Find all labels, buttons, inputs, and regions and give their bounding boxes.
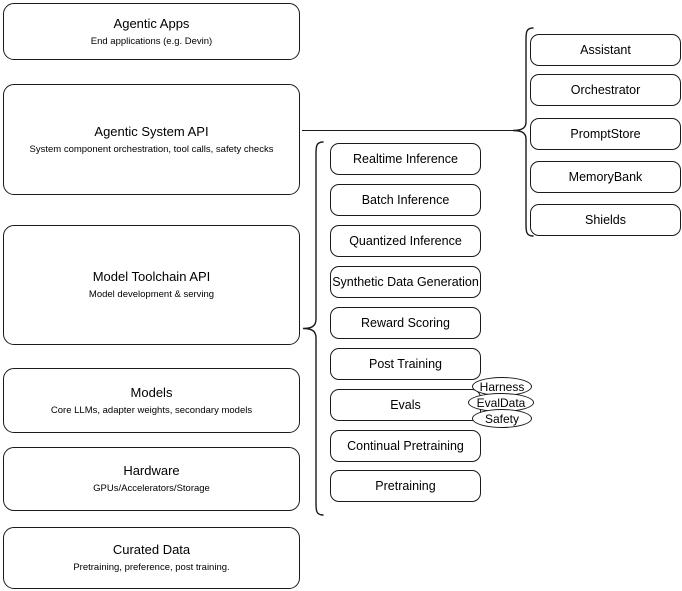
capability-box-pretraining[interactable]: Pretraining: [330, 470, 481, 502]
component-label: Assistant: [580, 43, 631, 57]
brace-toolchain-capabilities: [302, 141, 324, 516]
layer-title: Hardware: [123, 463, 180, 478]
layer-box-curated-data[interactable]: Curated Data Pretraining, preference, po…: [3, 527, 300, 589]
component-label: MemoryBank: [568, 170, 643, 184]
capability-label: Evals: [390, 398, 421, 412]
layer-title: Model Toolchain API: [92, 269, 211, 284]
layer-title: Agentic Apps: [113, 15, 190, 31]
capability-label: Batch Inference: [361, 193, 450, 207]
layer-title: Models: [130, 384, 173, 400]
capability-box-evals[interactable]: Evals: [330, 389, 481, 421]
evals-tag-label: Harness: [479, 379, 525, 394]
capability-box-quantized-inference[interactable]: Quantized Inference: [330, 225, 481, 257]
layer-subtitle: Pretraining, preference, post training.: [73, 562, 230, 573]
capability-label: Pretraining: [375, 479, 436, 493]
layer-title: Agentic System API: [94, 123, 209, 139]
component-box-shields[interactable]: Shields: [530, 204, 681, 236]
component-label: Shields: [585, 213, 626, 227]
layer-subtitle: Core LLMs, adapter weights, secondary mo…: [50, 404, 253, 416]
capability-label: Realtime Inference: [353, 152, 458, 166]
component-label: Orchestrator: [570, 83, 641, 97]
capability-box-continual-pretraining[interactable]: Continual Pretraining: [330, 430, 481, 462]
capability-box-post-training[interactable]: Post Training: [330, 348, 481, 380]
brace-system-components: [512, 27, 534, 237]
layer-subtitle: End applications (e.g. Devin): [90, 35, 213, 47]
evals-tag-evaldata[interactable]: EvalData: [468, 393, 534, 412]
component-box-assistant[interactable]: Assistant: [530, 34, 681, 66]
capability-box-batch-inference[interactable]: Batch Inference: [330, 184, 481, 216]
evals-tag-label: EvalData: [476, 395, 526, 410]
layer-box-hardware[interactable]: Hardware GPUs/Accelerators/Storage: [3, 447, 300, 511]
layer-box-models[interactable]: Models Core LLMs, adapter weights, secon…: [3, 368, 300, 433]
evals-tag-label: Safety: [484, 411, 520, 426]
capability-box-synthetic-data-generation[interactable]: Synthetic Data Generation: [330, 266, 481, 298]
connector-system-api-to-components: [302, 130, 513, 131]
layer-box-model-toolchain-api[interactable]: Model Toolchain API Model development & …: [3, 225, 300, 345]
component-label: PromptStore: [570, 127, 641, 141]
capability-box-reward-scoring[interactable]: Reward Scoring: [330, 307, 481, 339]
layer-box-agentic-apps[interactable]: Agentic Apps End applications (e.g. Devi…: [3, 3, 300, 60]
component-box-memorybank[interactable]: MemoryBank: [530, 161, 681, 193]
capability-box-realtime-inference[interactable]: Realtime Inference: [330, 143, 481, 175]
evals-tag-safety[interactable]: Safety: [472, 409, 532, 428]
layer-subtitle: Model development & serving: [88, 289, 215, 300]
component-box-orchestrator[interactable]: Orchestrator: [530, 74, 681, 106]
capability-label: Quantized Inference: [349, 234, 462, 248]
component-box-promptstore[interactable]: PromptStore: [530, 118, 681, 150]
layer-subtitle: System component orchestration, tool cal…: [29, 143, 274, 155]
capability-label: Post Training: [369, 357, 442, 371]
layer-subtitle: GPUs/Accelerators/Storage: [93, 483, 210, 494]
layer-title: Curated Data: [112, 542, 191, 557]
layer-box-agentic-system-api[interactable]: Agentic System API System component orch…: [3, 84, 300, 195]
capability-label: Continual Pretraining: [347, 439, 464, 453]
capability-label: Synthetic Data Generation: [332, 275, 479, 289]
capability-label: Reward Scoring: [361, 316, 450, 330]
